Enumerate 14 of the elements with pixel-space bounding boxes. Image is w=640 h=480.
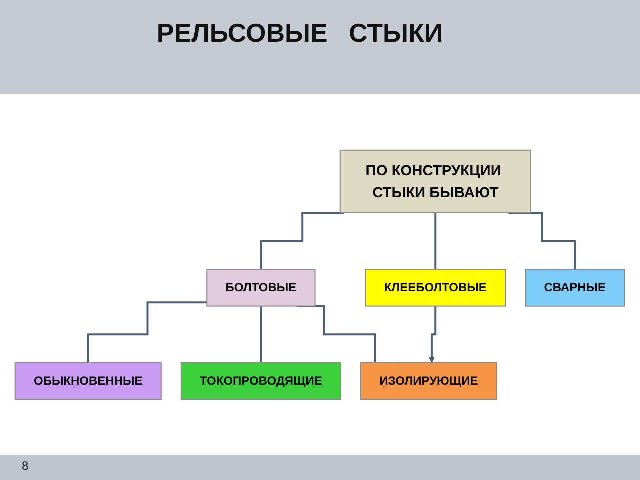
- node-box: ПО КОНСТРУКЦИИ СТЫКИ БЫВАЮТ: [340, 150, 532, 214]
- connector: [260, 305, 262, 364]
- node-box: БОЛТОВЫЕ: [206, 269, 316, 307]
- node-box: ИЗОЛИРУЮЩИЕ: [360, 362, 498, 400]
- arrow: [429, 305, 437, 364]
- page-number: 8: [22, 459, 29, 473]
- node-box: ОБЫКНОВЕННЫЕ: [14, 362, 162, 400]
- node-box: КЛЕЕБОЛТОВЫЕ: [365, 269, 506, 307]
- slide-title: РЕЛЬСОВЫЕ СТЫКИ: [156, 18, 444, 49]
- node-box: СВАРНЫЕ: [525, 269, 626, 307]
- connector: [260, 212, 344, 271]
- connector: [434, 212, 437, 271]
- connector: [87, 302, 208, 364]
- node-box: ТОКОПРОВОДЯЩИЕ: [180, 362, 342, 400]
